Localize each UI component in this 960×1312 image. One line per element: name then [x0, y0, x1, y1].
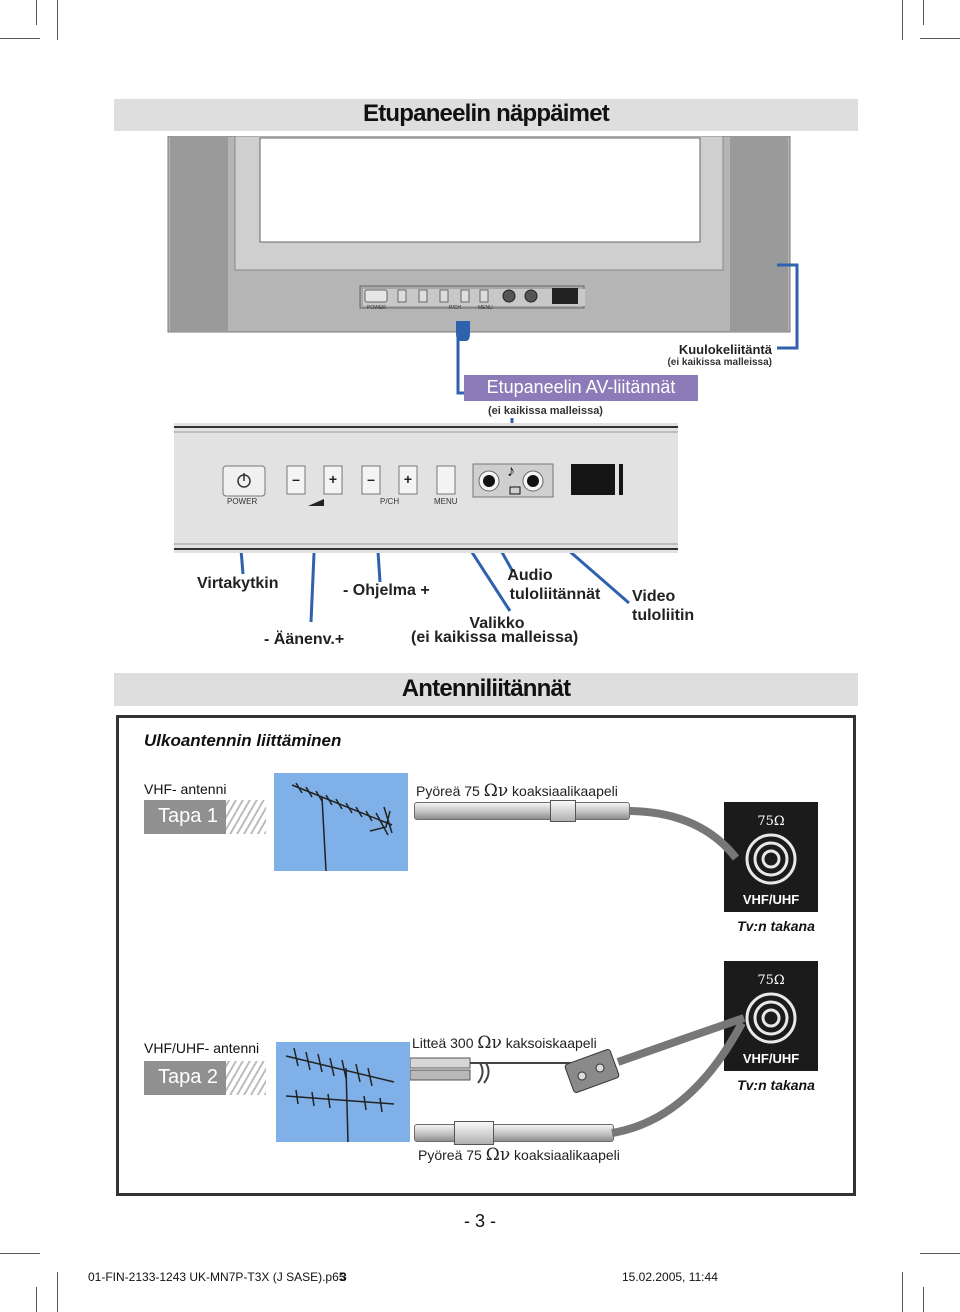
ohm-symbol: Ων	[485, 1145, 511, 1165]
crop-mark	[57, 1272, 58, 1312]
svg-text:♪: ♪	[507, 463, 515, 480]
svg-text:+: +	[404, 471, 412, 487]
panel-power-label: POWER	[227, 497, 258, 506]
svg-text:–: –	[292, 471, 300, 487]
antenna-diagram-box	[116, 715, 856, 1196]
method1-coax-cable	[414, 802, 630, 820]
method2-jack-label: VHF/UHF	[742, 1051, 800, 1066]
av-connections-label: Etupaneelin AV-liitännät	[486, 377, 676, 397]
method1-antenna-label: VHF- antenni	[144, 781, 227, 797]
antenna-title-bar: Antenniliitännät	[114, 673, 858, 706]
footer-page: 3	[340, 1270, 347, 1284]
method1-cable-prefix: Pyöreä 75	[416, 783, 480, 799]
coax-jack-icon	[745, 992, 797, 1044]
method2-hatch	[226, 1061, 266, 1095]
crop-mark	[923, 1287, 924, 1312]
method2-coax-suffix: koaksiaalikaapeli	[514, 1147, 620, 1163]
method2-coax-cable-label: Pyöreä 75 Ων koaksiaalikaapeli	[418, 1145, 620, 1165]
headphone-label: Kuulokeliitäntä	[678, 342, 772, 357]
vhf-uhf-antenna-icon	[285, 1047, 395, 1142]
headphone-note: (ei kaikissa malleissa)	[667, 357, 772, 368]
program-label: - Ohjelma +	[343, 582, 430, 599]
method1-hatch	[226, 800, 266, 834]
tv-front-illustration	[167, 136, 791, 341]
method1-jack-ohm: 75Ω	[757, 814, 785, 829]
video-label-line2: tuloliitin	[632, 607, 695, 624]
method1-tv-jack-panel: 75Ω VHF/UHF	[724, 802, 818, 912]
crop-mark	[902, 0, 903, 40]
method1-cable-suffix: koaksiaalikaapeli	[512, 783, 618, 799]
tv-power-label: POWER	[367, 305, 386, 311]
audio-label-line2: tuloliitännät	[509, 586, 601, 603]
power-switch-label: Virtakytkin	[197, 575, 279, 592]
method2-twin-suffix: kaksoiskaapeli	[505, 1035, 597, 1051]
coax-jack-icon	[745, 833, 797, 885]
crop-mark	[920, 38, 960, 39]
footer-date: 15.02.2005, 11:44	[622, 1270, 718, 1284]
volume-label: - Äänenv.+	[264, 631, 345, 648]
antenna-title: Antenniliitännät	[401, 675, 571, 702]
method2-coax-prefix: Pyöreä 75	[418, 1147, 482, 1163]
method2-tv-back-label: Tv:n takana	[737, 1077, 815, 1093]
vhf-antenna-icon	[291, 782, 393, 871]
crop-mark	[57, 0, 58, 40]
menu-note: (ei kaikissa malleissa)	[411, 629, 579, 646]
svg-text:+: +	[329, 471, 337, 487]
crop-mark	[36, 1287, 37, 1312]
antenna-subtitle: Ulkoantennin liittäminen	[144, 731, 342, 750]
page-number: - 3 -	[463, 1211, 496, 1231]
method1-tv-back-label: Tv:n takana	[737, 918, 815, 934]
av-connections-banner	[464, 375, 698, 401]
footer-file: 01-FIN-2133-1243 UK-MN7P-T3X (J SASE).p6…	[88, 1270, 346, 1284]
video-label-line1: Video	[632, 588, 676, 605]
av-connections-note: (ei kaikissa malleissa)	[488, 405, 603, 417]
method2-jack-ohm: 75Ω	[757, 973, 785, 988]
ohm-symbol: Ων	[483, 781, 509, 801]
crop-mark	[923, 0, 924, 25]
method2-twin-prefix: Litteä 300	[412, 1035, 474, 1051]
method2-antenna-label: VHF/UHF- antenni	[144, 1040, 260, 1056]
tv-pch-label: P/CH	[449, 305, 461, 311]
ohm-symbol: Ων	[477, 1033, 502, 1053]
panel-pch-label: P/CH	[380, 497, 400, 506]
method1-jack-label: VHF/UHF	[742, 892, 800, 907]
twin-lead-cable	[410, 1049, 620, 1093]
crop-mark	[902, 1272, 903, 1312]
cable-routing-lines	[611, 807, 746, 1137]
crop-mark	[920, 1253, 960, 1254]
audio-label-line1: Audio	[507, 567, 553, 584]
menu-label: Valikko	[469, 615, 525, 632]
crop-mark	[0, 1253, 40, 1254]
method1-coax-plug	[550, 800, 576, 822]
page-title: Etupaneelin näppäimet	[363, 100, 610, 127]
method1-cable-label: Pyöreä 75 Ων koaksiaalikaapeli	[416, 781, 618, 801]
crop-mark	[36, 0, 37, 25]
crop-mark	[0, 38, 40, 39]
page-title-bar: Etupaneelin näppäimet	[114, 99, 858, 131]
svg-text:–: –	[367, 471, 375, 487]
tv-menu-label: MENU	[478, 305, 493, 311]
enlarged-control-panel: – + – + ♪	[174, 423, 678, 553]
method2-twin-cable-label: Litteä 300 Ων kaksoiskaapeli	[412, 1033, 597, 1053]
method2-coax-plug	[454, 1121, 494, 1145]
panel-menu-label: MENU	[434, 497, 458, 506]
